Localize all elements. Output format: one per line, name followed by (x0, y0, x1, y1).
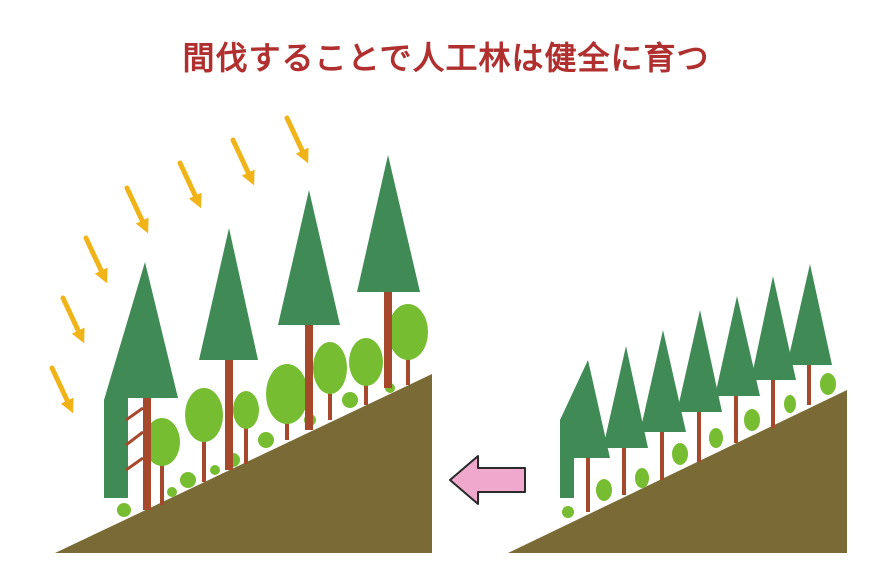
left-arrow-icon (449, 455, 526, 505)
shrub (210, 465, 220, 475)
conifer-trees (560, 264, 832, 512)
shrub (180, 472, 196, 488)
sunlight-arrow-icon (49, 365, 74, 414)
broadleaf-tree (185, 388, 223, 482)
shrub (784, 395, 796, 413)
conifer-tree (357, 155, 420, 388)
broadleaf-tree (388, 304, 428, 385)
shrub (744, 409, 760, 431)
broadleaf-tree (349, 338, 383, 405)
page-title: 間伐することで人工林は健全に育つ (182, 39, 710, 77)
conifer-tree (104, 262, 178, 510)
sunlight-arrow-icon (284, 115, 309, 164)
thinned-forest-panel (49, 115, 432, 553)
conifer-trees (104, 155, 420, 510)
broadleaf-tree (233, 391, 259, 464)
dense-forest-panel (508, 264, 847, 553)
sunlight-arrow-icon (230, 137, 255, 186)
shrub (117, 503, 131, 517)
shrub (672, 443, 688, 465)
conifer-tree (751, 276, 796, 428)
conifer-tree (640, 330, 686, 480)
shrub (167, 487, 177, 497)
conifer-tree (603, 346, 648, 495)
sunlight-arrow-icon (177, 160, 202, 209)
hillside-ground (508, 390, 847, 553)
conifer-tree (677, 310, 722, 462)
shrub (258, 432, 274, 448)
sunlight-arrow-icon (124, 185, 149, 234)
shrub (709, 428, 723, 448)
sunlight-arrow-icon (60, 295, 85, 344)
sunlight-arrows (49, 115, 309, 414)
shrub (342, 392, 358, 408)
conifer-tree (199, 228, 258, 470)
conifer-tree (787, 264, 832, 405)
broadleaf-tree (144, 418, 180, 505)
shrub (562, 506, 574, 518)
conifer-tree (278, 190, 340, 430)
shrub (596, 479, 612, 501)
conifer-tree (715, 296, 760, 443)
sparse-understory (562, 373, 836, 518)
shrub (820, 373, 836, 395)
broadleaf-understory (117, 304, 428, 517)
broadleaf-tree (313, 342, 347, 420)
conifer-tree (560, 360, 610, 512)
sunlight-arrow-icon (83, 235, 108, 284)
broadleaf-tree (266, 364, 308, 440)
shrub (635, 468, 649, 488)
